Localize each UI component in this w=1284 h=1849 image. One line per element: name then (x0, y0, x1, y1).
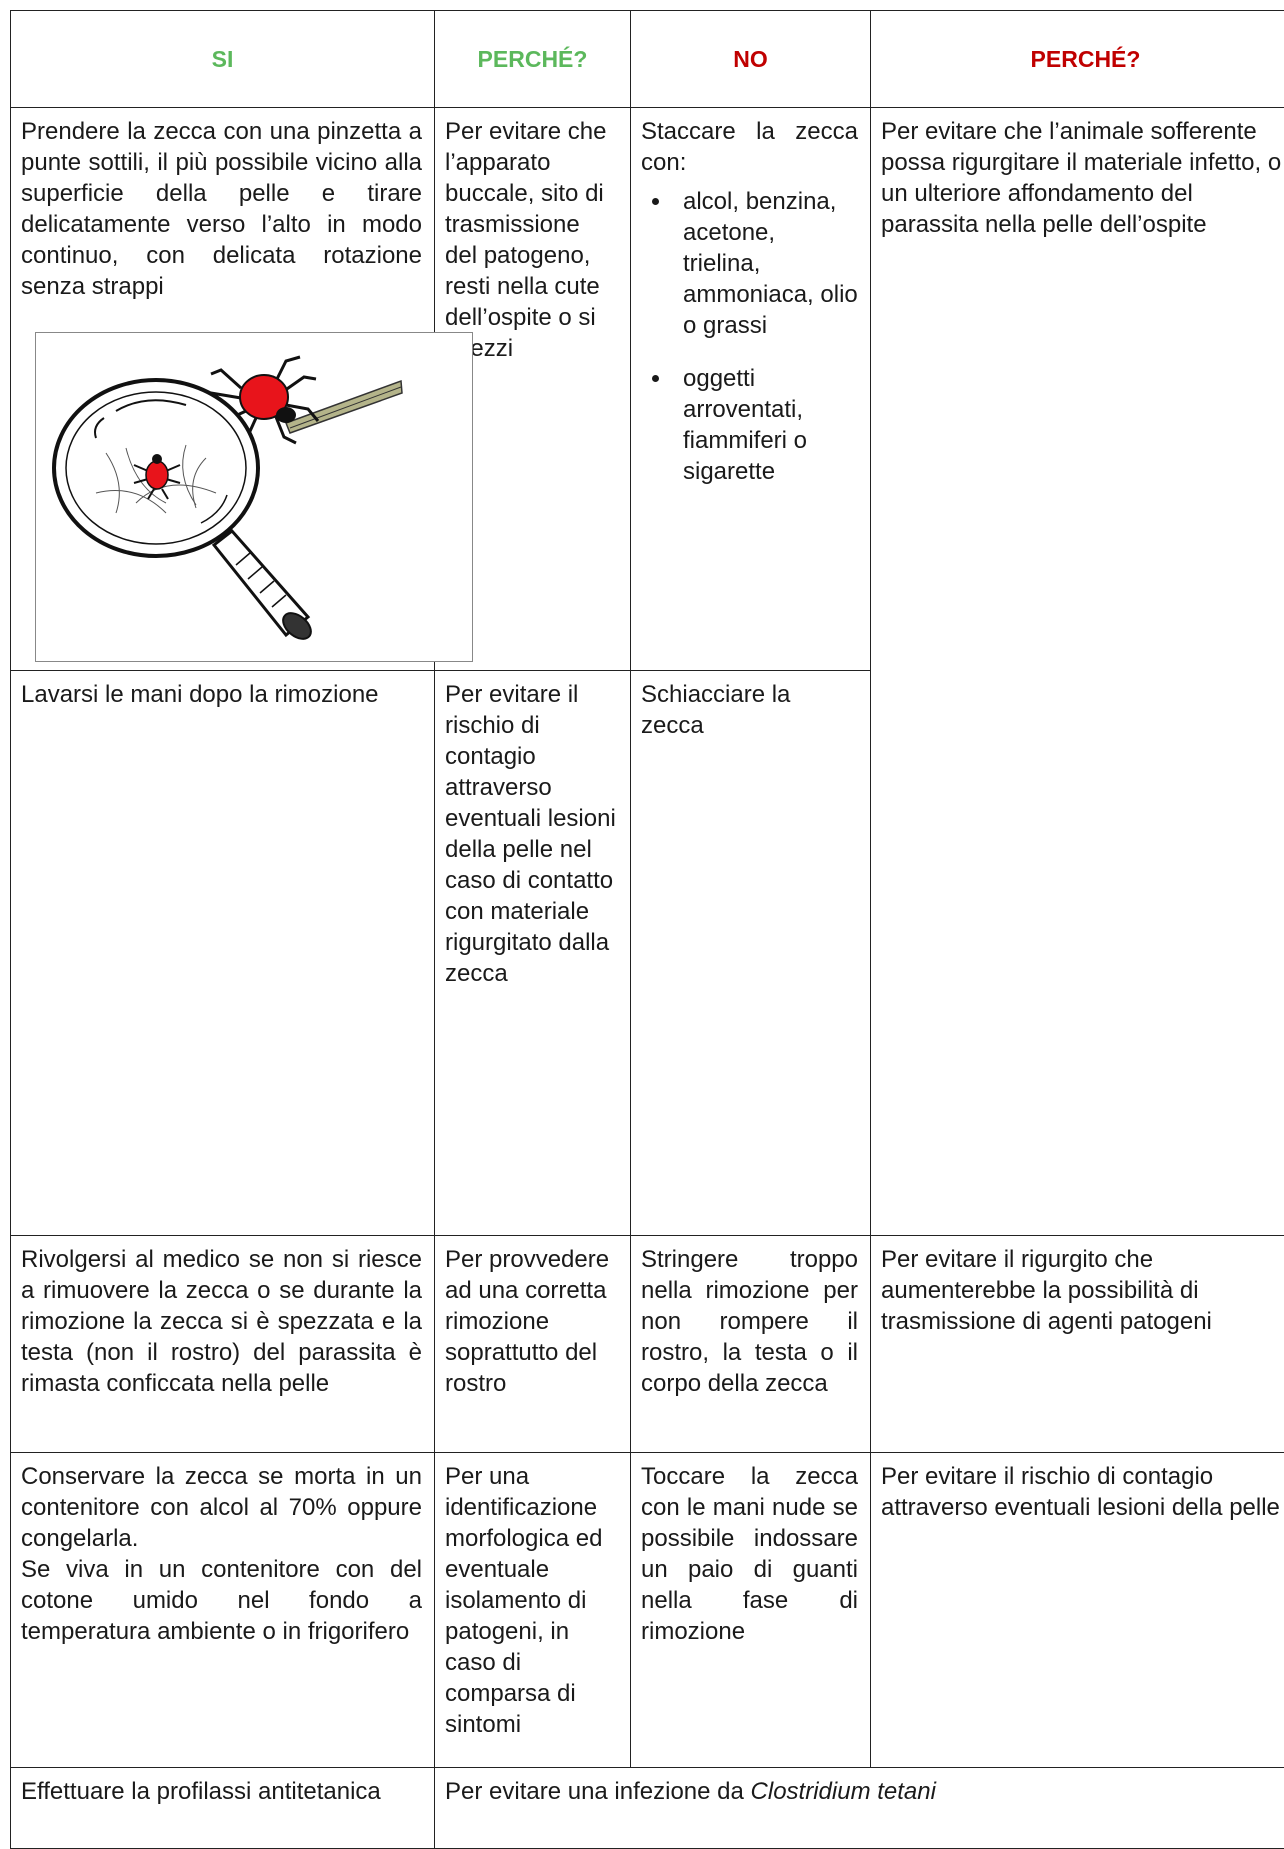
cell-si: Rivolgersi al medico se non si riesce a … (11, 1236, 435, 1453)
si-text: Prendere la zecca con una pinzetta a pun… (21, 116, 422, 302)
tick-removal-table: SI PERCHÉ? NO PERCHÉ? Prendere la zecca … (10, 10, 1284, 1849)
header-row: SI PERCHÉ? NO PERCHÉ? (11, 11, 1284, 108)
header-no: NO (631, 11, 871, 108)
cell-si: Conservare la zecca se morta in un conte… (11, 1453, 435, 1768)
cell-perche-no: Per evitare il rischio di contagio attra… (871, 1453, 1284, 1768)
cell-no: Schiacciare la zecca (631, 671, 871, 1236)
header-perche-no: PERCHÉ? (871, 11, 1284, 108)
cell-perche-no: Per evitare che l’animale sofferente pos… (871, 108, 1284, 1236)
si-text-line2: Se viva in un contenitore con del cotone… (21, 1554, 422, 1647)
table-row: Effettuare la profilassi antitetanica Pe… (11, 1768, 1284, 1849)
cell-perche-merged: Per evitare una infezione da Clostridium… (435, 1768, 1284, 1849)
perche-italic-species: Clostridium tetani (751, 1778, 936, 1805)
cell-perche-si: Per evitare il rischio di contagio attra… (435, 671, 631, 1236)
cell-perche-no: Per evitare il rigurgito che aumenterebb… (871, 1236, 1284, 1453)
cell-no: Staccare la zecca con: alcol, benzina, a… (631, 108, 871, 671)
list-item: alcol, benzina, acetone, trielina, ammon… (673, 186, 858, 341)
cell-si: Lavarsi le mani dopo la rimozione (11, 671, 435, 1236)
perche-no-text: Per evitare che l’animale sofferente pos… (881, 116, 1284, 240)
cell-si: Effettuare la profilassi antitetanica (11, 1768, 435, 1849)
cell-perche-si: Per provvedere ad una corretta rimozione… (435, 1236, 631, 1453)
cell-perche-si: Per una identificazione morfologica ed e… (435, 1453, 631, 1768)
table-row: Prendere la zecca con una pinzetta a pun… (11, 108, 1284, 671)
perche-si-text: Per evitare che l’apparato buccale, sito… (445, 116, 618, 364)
table-row: Rivolgersi al medico se non si riesce a … (11, 1236, 1284, 1453)
perche-si-text: Per evitare il rischio di contagio attra… (445, 679, 618, 989)
no-text: Schiacciare la zecca (641, 679, 858, 741)
si-text: Lavarsi le mani dopo la rimozione (21, 679, 422, 710)
cell-si: Prendere la zecca con una pinzetta a pun… (11, 108, 435, 671)
cell-no: Stringere troppo nella rimozione per non… (631, 1236, 871, 1453)
cell-no: Toccare la zecca con le mani nude se pos… (631, 1453, 871, 1768)
no-intro-text: Staccare la zecca con: (641, 116, 858, 178)
si-text-line1: Conservare la zecca se morta in un conte… (21, 1461, 422, 1554)
header-perche-si: PERCHÉ? (435, 11, 631, 108)
list-item: oggetti arroventati, fiammiferi o sigare… (673, 363, 858, 487)
table-row: Conservare la zecca se morta in un conte… (11, 1453, 1284, 1768)
header-si: SI (11, 11, 435, 108)
perche-prefix: Per evitare una infezione da (445, 1778, 751, 1805)
no-list: alcol, benzina, acetone, trielina, ammon… (641, 186, 858, 487)
tick-removal-magnifier-illustration (35, 332, 473, 662)
